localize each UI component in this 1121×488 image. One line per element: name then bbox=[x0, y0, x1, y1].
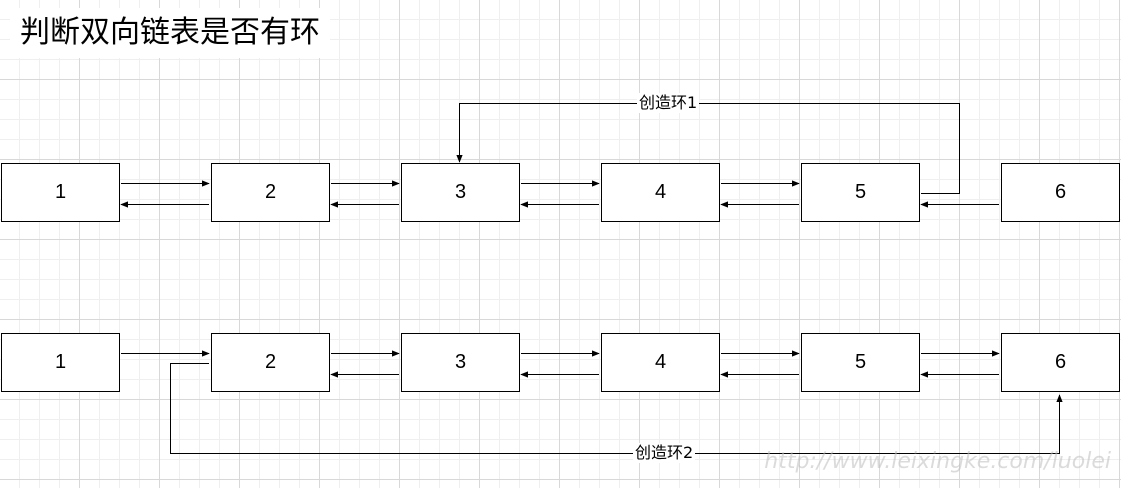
watermark: http://www.leixingke.com/luolei bbox=[764, 449, 1111, 474]
r2-loop-connector bbox=[170, 363, 1063, 454]
r1-node-3: 3 bbox=[401, 163, 520, 222]
r2-loop-label: 创造环2 bbox=[633, 443, 696, 463]
r1-node-5: 5 bbox=[801, 163, 920, 222]
r1-node-1: 1 bbox=[1, 163, 120, 222]
r2-node-4: 4 bbox=[601, 333, 720, 392]
r2-node-5: 5 bbox=[801, 333, 920, 392]
page-title: 判断双向链表是否有环 bbox=[10, 8, 330, 58]
r1-loop-label: 创造环1 bbox=[637, 93, 700, 113]
r2-node-3: 3 bbox=[401, 333, 520, 392]
r1-loop-connector bbox=[456, 103, 960, 194]
r2-node-6: 6 bbox=[1001, 333, 1120, 392]
r1-node-4: 4 bbox=[601, 163, 720, 222]
r1-node-6: 6 bbox=[1001, 163, 1120, 222]
r2-node-1: 1 bbox=[1, 333, 120, 392]
r2-node-2: 2 bbox=[211, 333, 330, 392]
r1-node-2: 2 bbox=[211, 163, 330, 222]
